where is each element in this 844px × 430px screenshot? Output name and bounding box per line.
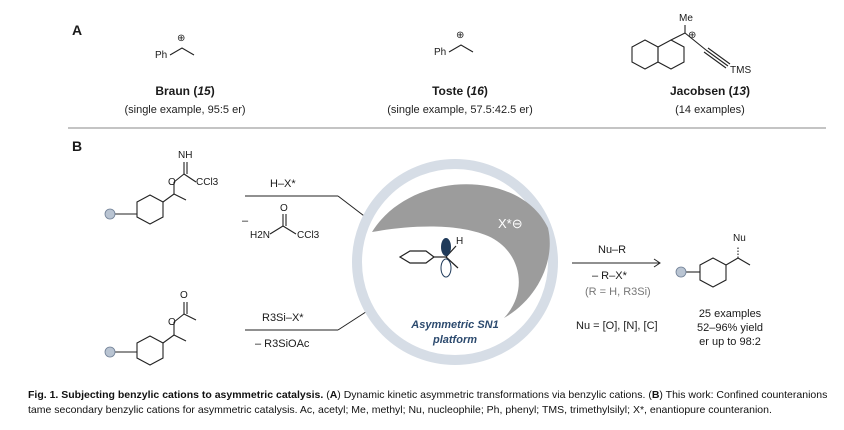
counteranion-crescent [372, 184, 550, 318]
platform-line-1: Asymmetric SN1 [411, 319, 499, 331]
acetate-carbonyl-o-label: O [180, 290, 188, 301]
right-reaction-arrow [572, 258, 661, 268]
right-r-note: (R = H, R3Si) [585, 286, 651, 298]
toste-name: Toste [432, 84, 464, 98]
aryl-substituent-circle-product [675, 266, 687, 278]
acetate-substrate-structure [115, 302, 197, 366]
braun-ph-label: Ph [155, 50, 168, 61]
top-byproduct-minus: – [242, 215, 249, 227]
results-summary: 25 examples 52–96% yield er up to 98:2 [680, 307, 780, 349]
jacobsen-cation-structure [631, 25, 731, 70]
figure-caption: Fig. 1. Subjecting benzylic cations to a… [28, 389, 828, 416]
jacobsen-note: (14 examples) [675, 104, 745, 116]
toste-note: (single example, 57.5:42.5 er) [387, 104, 533, 116]
nucleophile-types: Nu = [O], [N], [C] [576, 320, 658, 332]
caption-b-label: B [651, 389, 660, 401]
jacobsen-ref-number: 13 [732, 84, 747, 98]
jacobsen-me-label: Me [679, 13, 693, 24]
toste-cation-structure [448, 44, 474, 53]
imidate-o-label: O [168, 177, 176, 188]
panel-b-letter: B [72, 138, 83, 154]
result-er: er up to 98:2 [699, 336, 761, 348]
caption-b-text: This work: Confined counteranions tame s… [28, 389, 828, 416]
caption-a-label: A [329, 389, 338, 401]
platform-line-2: platform [433, 334, 477, 346]
panel-a-letter: A [72, 22, 83, 38]
p-orbital-top [441, 238, 451, 256]
top-reagent-label: H–X* [270, 178, 296, 190]
aryl-substituent-circle-top [104, 208, 116, 220]
braun-cation-structure [169, 47, 195, 56]
result-examples: 25 examples [698, 308, 762, 320]
bottom-reagent-label: R3Si–X* [262, 312, 304, 324]
bottom-byproduct-label: – R3SiOAc [255, 338, 310, 350]
acetamide-o-label: O [280, 203, 288, 214]
toste-ph-label: Ph [434, 47, 447, 58]
caption-a-text: Dynamic kinetic asymmetric transformatio… [343, 389, 646, 401]
cation-h-label: H [456, 236, 464, 247]
counteranion-label: X*⊖ [498, 216, 523, 231]
benzylic-cation-structure [398, 245, 459, 269]
jacobsen-reference: Jacobsen (13) [669, 84, 751, 98]
aryl-substituent-circle-bottom [104, 346, 116, 358]
braun-reference: Braun (15) [155, 84, 215, 98]
braun-note: (single example, 95:5 er) [124, 104, 246, 116]
jacobsen-charge-label: ⊕ [688, 30, 697, 41]
toste-ref-number: 16 [470, 84, 484, 98]
platform-label: Asymmetric SN1 platform [395, 318, 515, 348]
toste-reference: Toste (16) [432, 84, 488, 98]
imidate-substrate-structure [115, 162, 197, 225]
braun-charge-label: ⊕ [177, 33, 186, 44]
product-nu-label: Nu [733, 233, 746, 244]
right-byproduct-label: – R–X* [592, 270, 627, 282]
jacobsen-name: Jacobsen [669, 84, 726, 98]
acetamide-ccl3-label: CCl3 [297, 230, 320, 241]
acetate-ester-o-label: O [168, 317, 176, 328]
right-reagent-label: Nu–R [598, 244, 627, 256]
toste-charge-label: ⊕ [456, 30, 465, 41]
product-structure [686, 246, 751, 288]
imidate-nh-label: NH [178, 150, 193, 161]
caption-title: Fig. 1. Subjecting benzylic cations to a… [28, 389, 324, 401]
braun-ref-number: 15 [197, 84, 211, 98]
jacobsen-tms-label: TMS [730, 65, 752, 76]
acetamide-h2n-label: H2N [250, 230, 271, 241]
result-yield: 52–96% yield [696, 322, 764, 334]
p-orbital-bottom [440, 258, 452, 278]
imidate-ccl3-label: CCl3 [196, 177, 219, 188]
braun-name: Braun [155, 84, 190, 98]
acetamide-byproduct-structure [269, 214, 297, 235]
